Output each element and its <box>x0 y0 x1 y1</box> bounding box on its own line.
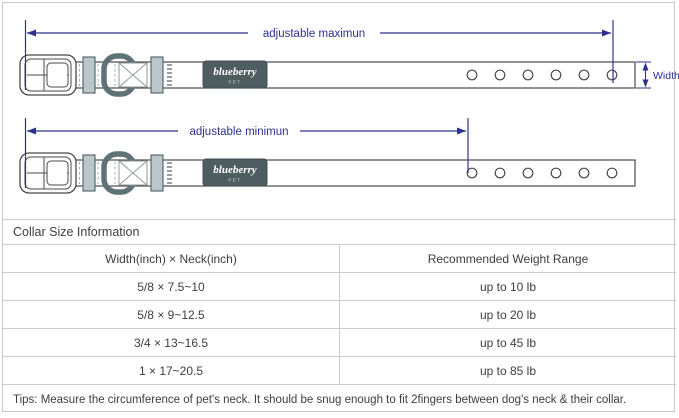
weight-cell: up to 45 lb <box>339 328 676 357</box>
width-label: Width <box>653 70 679 82</box>
table-header-row: Width(inch) × Neck(inch) Recommended Wei… <box>3 244 676 273</box>
table-row: 1 × 17~20.5 up to 85 lb <box>3 356 676 385</box>
min-dimension-arrow <box>24 118 469 188</box>
weight-cell: up to 20 lb <box>339 300 676 329</box>
size-cell: 1 × 17~20.5 <box>3 356 340 385</box>
weight-cell: up to 10 lb <box>339 272 676 301</box>
collar-max-diagram: adjustable maximun Width <box>20 20 679 95</box>
size-cell: 5/8 × 9~12.5 <box>3 300 340 329</box>
table-row: 3/4 × 13~16.5 up to 45 lb <box>3 328 676 357</box>
table-title: Collar Size Information <box>3 219 676 245</box>
table-row: 5/8 × 9~12.5 up to 20 lb <box>3 300 676 329</box>
max-dimension-arrow <box>24 20 614 90</box>
weight-cell: up to 85 lb <box>339 356 676 385</box>
collar-min-diagram: adjustable minimun <box>20 118 635 193</box>
size-cell: 3/4 × 13~16.5 <box>3 328 340 357</box>
table-tips-row: Tips: Measure the circumference of pet's… <box>3 384 676 414</box>
min-arrowheads <box>27 127 466 135</box>
column-header-weight: Recommended Weight Range <box>339 244 676 273</box>
size-table: Collar Size Information Width(inch) × Ne… <box>3 219 676 414</box>
collar-diagram: blueberry PET <box>0 20 679 218</box>
column-header-size: Width(inch) × Neck(inch) <box>3 244 340 273</box>
width-dimension-arrow <box>636 61 651 89</box>
table-row: 5/8 × 7.5~10 up to 10 lb <box>3 272 676 301</box>
min-dimension-label: adjustable minimun <box>189 126 288 138</box>
size-cell: 5/8 × 7.5~10 <box>3 272 340 301</box>
table-title-row: Collar Size Information <box>3 219 676 245</box>
max-dimension-label: adjustable maximun <box>263 28 365 40</box>
max-arrowheads <box>27 29 611 37</box>
tips-note: Tips: Measure the circumference of pet's… <box>3 384 676 414</box>
size-table-section: Collar Size Information Width(inch) × Ne… <box>3 219 676 414</box>
